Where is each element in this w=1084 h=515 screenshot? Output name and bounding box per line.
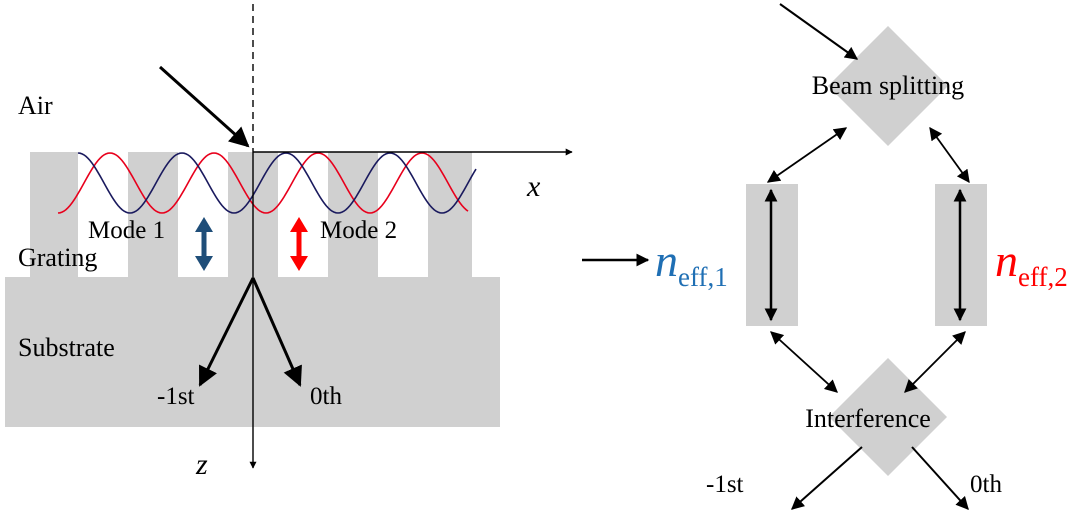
right-order-0-arrow [911,446,969,510]
mode2-label: Mode 2 [320,217,397,244]
mode2-to-interference-arrow [904,331,966,393]
n-eff1-label: neff,1 [655,235,728,292]
wave-red [57,152,469,214]
n-eff2-symbol: n [995,235,1018,286]
n-eff2-subscript: eff,2 [1018,262,1068,292]
substrate-label: Substrate [18,333,115,362]
order-minus1-arrow [198,277,255,387]
order-0-label: 0th [310,383,342,410]
mode1-label: Mode 1 [88,217,165,244]
right-order-minus1-arrow [791,446,863,510]
n-eff2-label: neff,2 [995,235,1068,292]
right-incident-arrow [779,3,859,60]
right-order-minus1-label: -1st [706,471,744,498]
order-0-arrow [251,277,302,387]
grating-label: Grating [18,243,97,272]
x-axis-label: x [526,170,541,203]
right-order-0-label: 0th [970,471,1002,498]
beam-splitting-label: Beam splitting [812,71,964,100]
n-eff1-symbol: n [655,235,678,286]
interference-label: Interference [805,404,931,433]
wave-navy [77,152,477,214]
incident-beam-arrow [158,65,250,148]
grating-tooth [428,152,472,278]
order-minus1-label: -1st [157,383,195,410]
split-to-mode1-arrow [766,127,848,183]
split-to-mode2-arrow [929,126,970,184]
grating-tooth [128,152,178,278]
mode2-double-arrow-icon [290,217,308,271]
mode1-double-arrow-icon [195,217,213,271]
z-axis-label: z [195,448,208,481]
air-label: Air [18,91,53,120]
grating-tooth [30,152,78,278]
n-eff1-subscript: eff,1 [678,262,728,292]
mode1-to-interference-arrow [770,331,838,393]
